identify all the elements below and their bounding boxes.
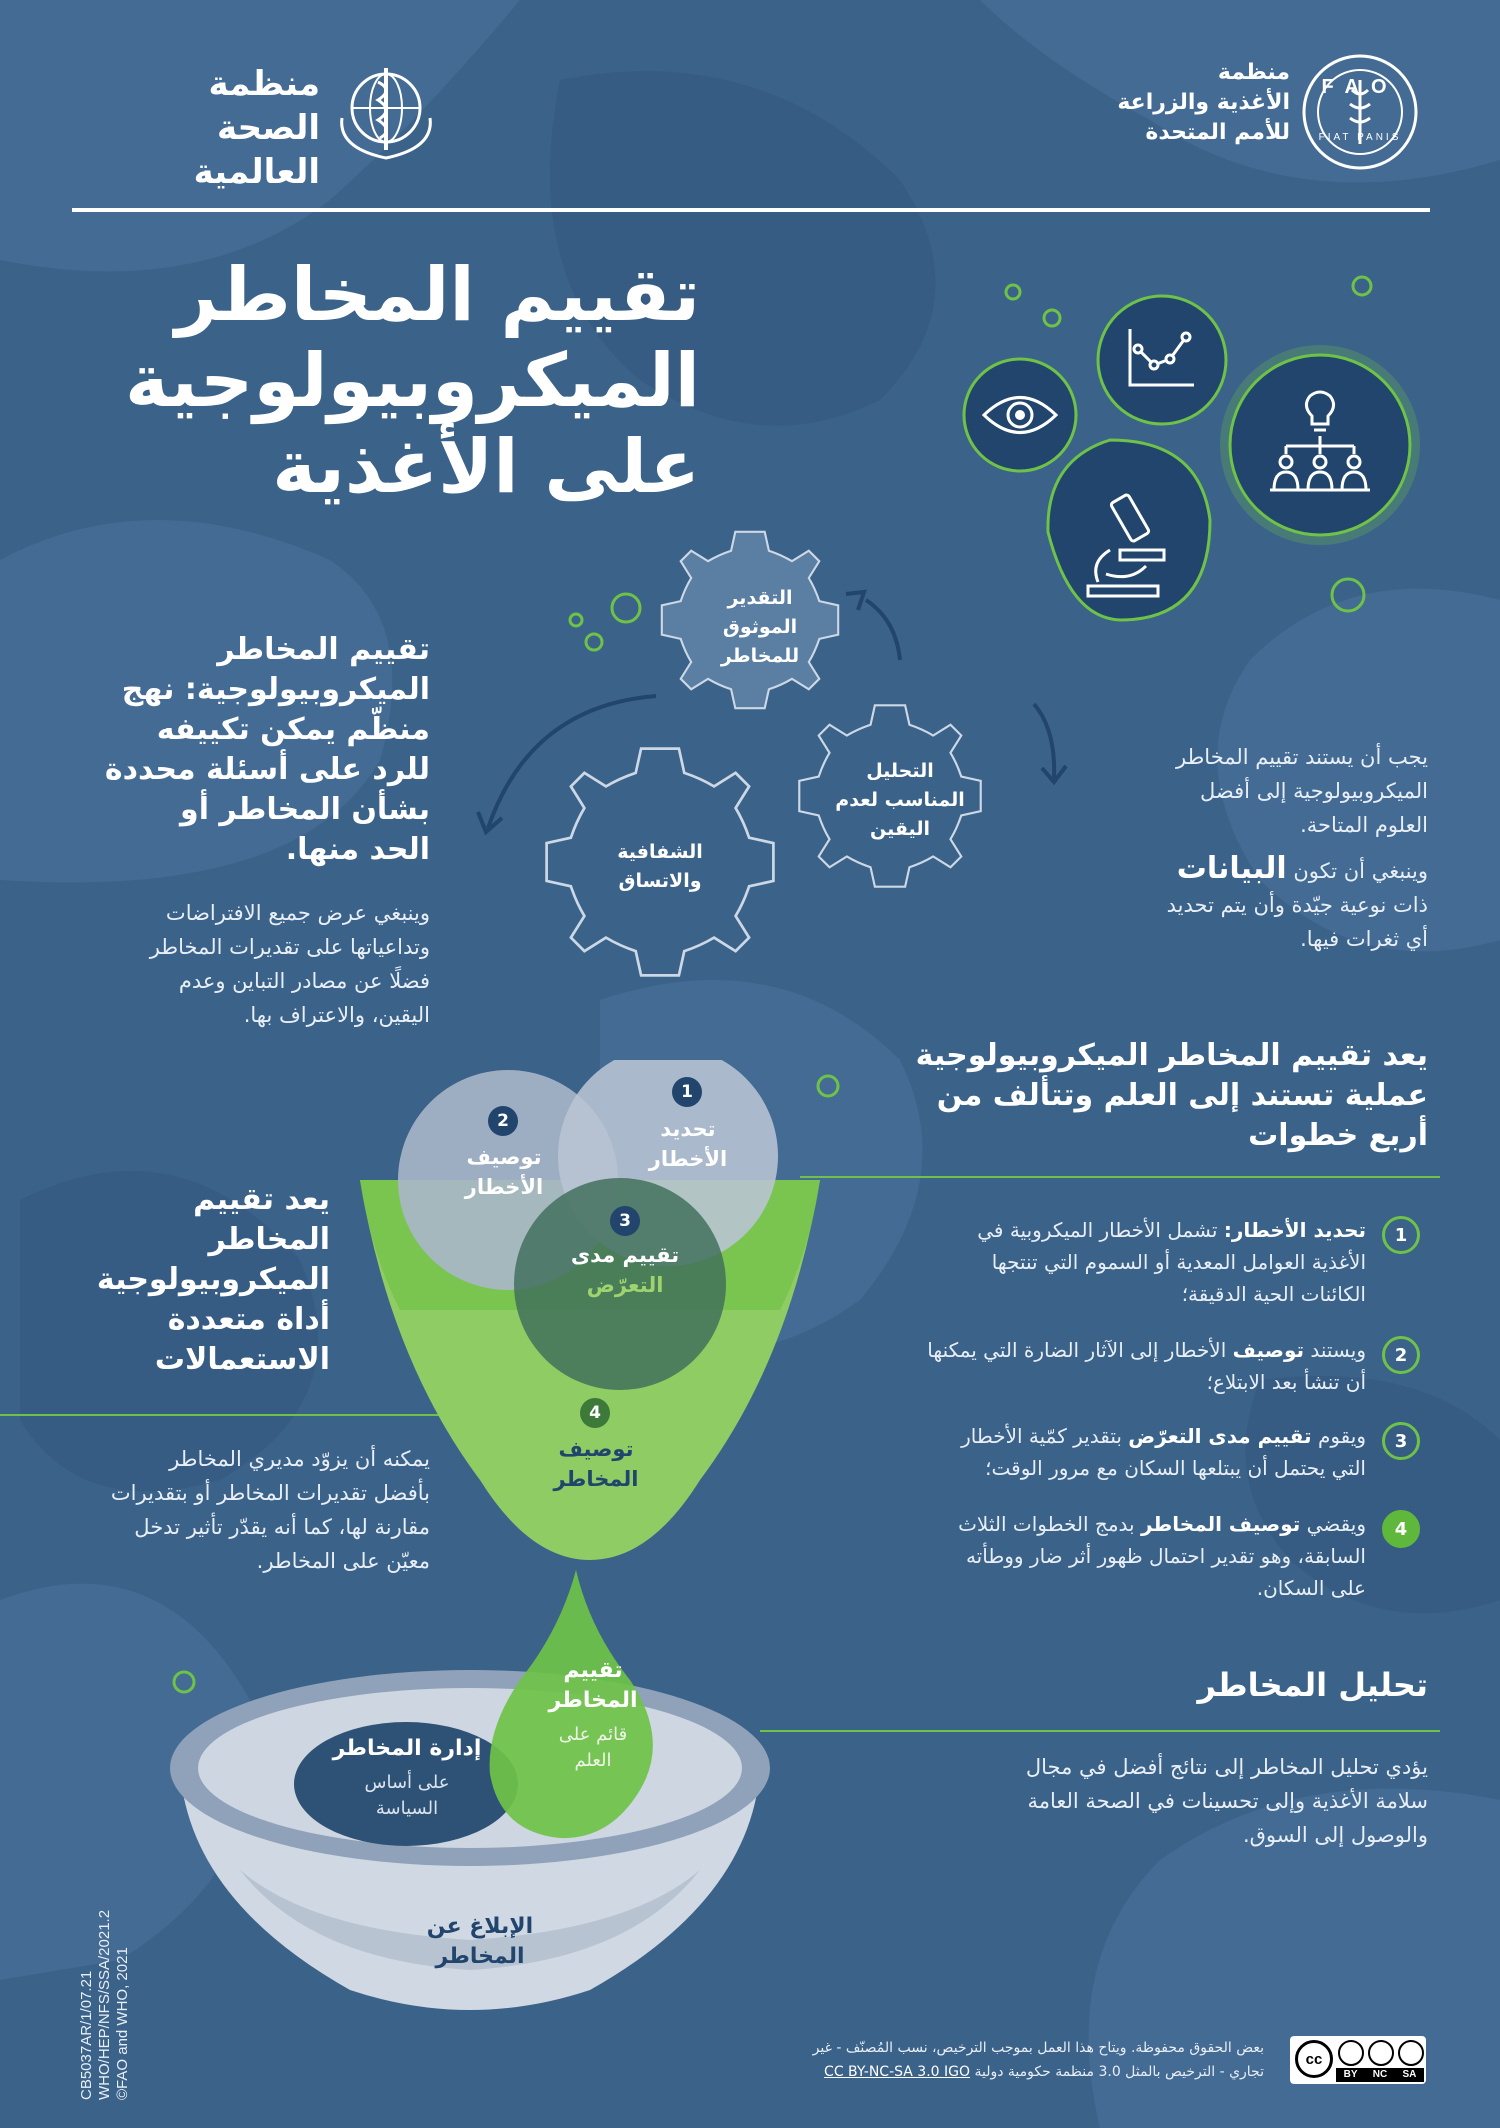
venn-hazard-identification: تحديد الأخطار [648,1117,728,1171]
analysis-body: يؤدي تحليل المخاطر إلى نتائج أفضل في مجا… [1025,1755,1428,1847]
sa-icon [1398,2040,1424,2066]
fao-name: منظمة الأغذية والزراعة للأمم المتحدة [1117,60,1290,145]
intro-body: وينبغي عرض جميع الافتراضات وتداعياتها عل… [149,901,430,1027]
steps-heading: يعد تقييم المخاطر الميكروبيولوجية عملية … [915,1038,1428,1153]
gear-right-label: التحليل المناسب لعدم اليقين [835,760,965,840]
people-idea-icon [1270,390,1370,492]
step-number: 2 [1382,1336,1420,1374]
fao-logo-icon [1302,54,1418,170]
license-link[interactable]: CC BY-NC-SA 3.0 IGO [824,2064,971,2080]
risk-assessment-title: تقييم المخاطر [548,1658,638,1713]
fao-letters: FAO [1321,76,1399,98]
microscope-icon [1086,493,1166,598]
risk-analysis-bowl [170,1570,770,2010]
data-quality-text: وينبغي أن تكون البيانات ذات نوعية جيّدة … [1166,851,1428,952]
tool-heading: يعد تقييم المخاطر الميكروبيولوجية أداة م… [96,1182,330,1377]
risk-assessment-sub: قائم على العلم [558,1724,628,1771]
analysis-divider [760,1730,1440,1732]
who-logo-icon [340,68,432,160]
step-number: 4 [1382,1510,1420,1548]
step-1-badge: 1 [672,1077,702,1107]
step-item-2: 2 ويستند توصيف الأخطار إلى الآثار الضارة… [900,1334,1420,1398]
tool-body: يمكنه أن يزوّد مديري المخاطر بأفضل تقدير… [110,1447,430,1573]
venn-hazard-characterization: توصيف الأخطار [464,1145,544,1199]
step-number: 3 [1382,1422,1420,1460]
risk-communication-label: الإبلاغ عن المخاطر [426,1914,534,1969]
venn-exposure-assessment: تقييم مدى التعرّض [570,1243,680,1297]
risk-assessment-funnel [360,1060,840,1560]
page-title: تقييم المخاطر الميكروبيولوجية على الأغذي… [124,252,700,510]
analysis-heading: تحليل المخاطر [1197,1666,1428,1704]
fao-motto: FIAT PANIS [1318,132,1402,143]
step-item-4: 4 ويقضي توصيف المخاطر بدمج الخطوات الثلا… [900,1508,1420,1604]
license-text: بعض الحقوق محفوظة. ويتاح هذا العمل بموجب… [812,2040,1264,2080]
step-3-badge: 3 [610,1206,640,1236]
eye-icon [981,396,1059,434]
document-codes: CB5037AR/1/07.21 WHO/HEP/NFS/SSA/2021.2 … [78,1909,131,2100]
step-item-1: 1 تحديد الأخطار: تشمل الأخطار الميكروبية… [900,1214,1420,1310]
cc-license-badge: cc BY NC SA [1290,2036,1426,2084]
step-number: 1 [1382,1216,1420,1254]
step-2-badge: 2 [488,1106,518,1136]
line-graph-icon [1128,329,1194,387]
science-text: يجب أن يستند تقييم المخاطر الميكروبيولوج… [1176,745,1428,837]
gear-top-label: التقدير الموثوق للمخاطر [720,587,800,667]
intro-heading: تقييم المخاطر الميكروبيولوجية: نهج منظّم… [104,632,430,867]
who-name: منظمة الصحة العالمية [193,64,320,192]
by-icon [1338,2040,1364,2066]
funnel-risk-characterization: توصيف المخاطر [553,1437,639,1491]
step-4-badge: 4 [580,1398,610,1428]
principles-gears [476,530,1068,977]
cc-icon: cc [1295,2040,1333,2078]
risk-management-title: إدارة المخاطر [332,1736,482,1761]
nc-icon [1368,2040,1394,2066]
risk-management-sub: على أساس السياسة [364,1772,450,1819]
gear-left-label: الشفافية والاتساق [617,841,703,892]
steps-divider [800,1176,1440,1178]
step-item-3: 3 ويقوم تقييم مدى التعرّض بتقدير كمّية ا… [900,1420,1420,1484]
tool-divider [0,1414,500,1416]
